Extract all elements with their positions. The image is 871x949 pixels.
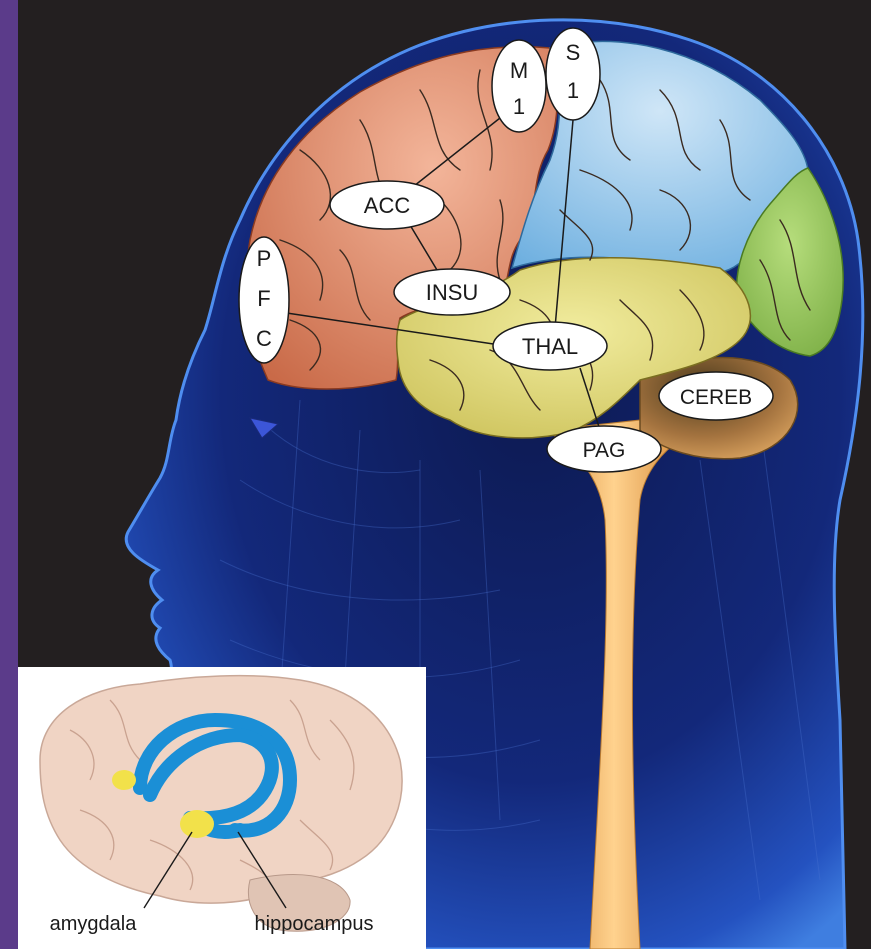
label-s1-top: S bbox=[566, 40, 581, 65]
label-cereb: CEREB bbox=[659, 372, 773, 420]
label-pag: PAG bbox=[547, 426, 661, 472]
label-pfc-3: C bbox=[256, 326, 272, 351]
label-m1: M 1 bbox=[492, 40, 546, 132]
label-thal: THAL bbox=[493, 322, 607, 370]
label-m1-top: M bbox=[510, 58, 528, 83]
label-pfc: P F C bbox=[239, 237, 289, 363]
inset-amygdala bbox=[180, 810, 214, 838]
label-insu: INSU bbox=[394, 269, 510, 315]
label-s1: S 1 bbox=[546, 28, 600, 120]
label-acc: ACC bbox=[330, 181, 444, 229]
label-acc-text: ACC bbox=[364, 193, 411, 218]
label-pfc-2: F bbox=[257, 286, 270, 311]
label-pfc-1: P bbox=[257, 246, 272, 271]
side-bar bbox=[0, 0, 18, 949]
label-insu-text: INSU bbox=[426, 280, 479, 305]
label-s1-bottom: 1 bbox=[567, 78, 579, 103]
label-pag-text: PAG bbox=[583, 439, 626, 462]
inset-amygdala-upper bbox=[112, 770, 136, 790]
inset-limbic-panel: amygdala hippocampus bbox=[18, 667, 426, 949]
label-thal-text: THAL bbox=[522, 334, 578, 359]
inset-hippocampus-label: hippocampus bbox=[255, 913, 374, 935]
label-cereb-text: CEREB bbox=[680, 386, 752, 409]
label-m1-bottom: 1 bbox=[513, 94, 525, 119]
inset-amygdala-label: amygdala bbox=[50, 913, 138, 935]
